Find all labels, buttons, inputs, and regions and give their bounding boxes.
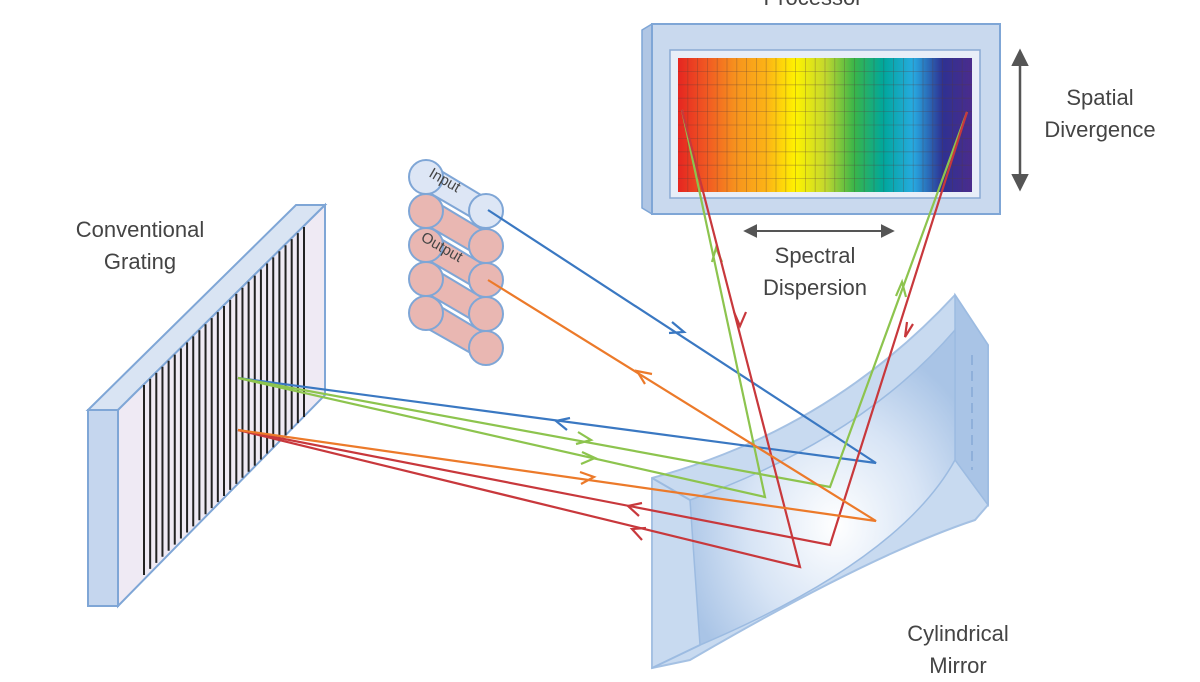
grating-label-line2: Grating [103,249,177,274]
beam-paths [237,109,969,569]
spectral-label-line1: Spectral [774,243,856,268]
beam-green-1 [237,109,767,499]
beam-blue-arrow-2 [553,416,571,431]
beam-red-arrow-1 [732,311,748,329]
beam-red-arrow-2 [903,321,914,338]
beam-red-arrow-4 [629,526,647,541]
fiber-5 [408,295,504,366]
beam-red-1 [237,109,802,569]
beam-blue-arrow-1 [668,321,687,335]
beam-red-2 [237,111,969,547]
spatial-label-line1: Spatial [1066,85,1134,110]
fiber-4 [408,261,504,332]
beam-orange [237,279,877,523]
beam-orange-arrow-2 [634,369,653,385]
beam-blue [237,209,877,465]
beam-orange-arrow-1 [579,470,597,485]
grating-front-edge [87,409,119,607]
mirror-label-line2: Mirror [929,653,987,678]
fiber-bundle: Input Output [408,159,504,366]
spectral-label-line2: Dispersion [763,275,867,300]
fiber-input [408,159,504,229]
spectral-dispersion-label: Spectral Dispersion [745,240,885,304]
spectrum-display [678,58,972,192]
grating-label-line1: Conventional [75,217,205,242]
processor-label: Processor [728,0,898,14]
spatial-label-line2: Divergence [1044,117,1156,142]
beam-green-2 [237,111,969,489]
processor-panel [641,23,1001,215]
beam-green-arrow-4 [894,278,908,298]
conventional-grating [85,202,328,609]
conventional-grating-label: Conventional Grating [50,214,230,278]
fiber-2 [408,193,504,264]
cylindrical-mirror-label: Cylindrical Mirror [888,618,1028,682]
beam-green-arrow-2 [580,451,598,466]
beam-green-arrow-1 [575,431,594,446]
grating-rulings [143,227,305,575]
spatial-divergence-label: Spatial Divergence [1035,82,1165,146]
spectrum-grid [678,58,972,192]
beam-red-arrow-3 [625,501,643,517]
mirror-label-line1: Cylindrical [907,621,1009,646]
fiber-output [408,227,504,298]
